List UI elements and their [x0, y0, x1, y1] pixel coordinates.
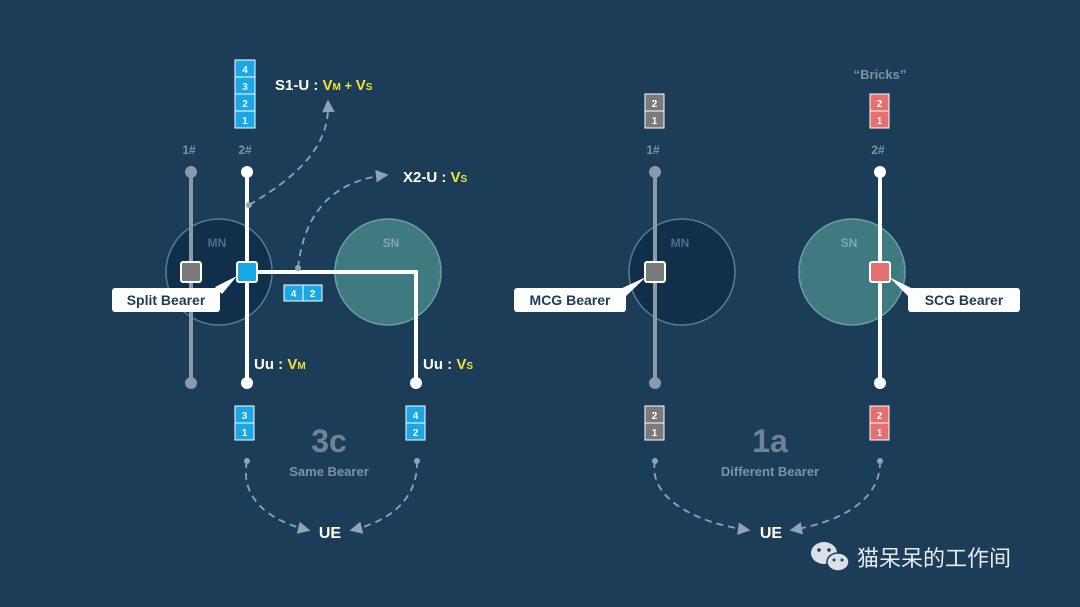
- s1u-label: S1-U : VM + VS: [275, 77, 373, 94]
- packet-label: 1: [652, 116, 658, 127]
- packet-label: 1: [242, 428, 248, 439]
- ue-arrow-right: [349, 460, 418, 534]
- pillar-1-label: 1#: [182, 143, 196, 157]
- pillar-2-label: 2#: [871, 143, 885, 157]
- bricks-label: “Bricks”: [854, 67, 907, 82]
- split-bearer-callout: Split Bearer: [112, 276, 237, 312]
- packet-label: 4: [242, 65, 248, 76]
- sn-label: SN: [383, 236, 400, 250]
- ue-label: UE: [760, 525, 783, 542]
- scg-bearer-node: [869, 261, 891, 283]
- packet-label: 1: [877, 428, 883, 439]
- packet-label: 2: [877, 99, 883, 110]
- ue-arrow-left: [653, 460, 751, 535]
- x2-packet-stack: 4 2: [283, 284, 323, 302]
- split-bearer-label: Split Bearer: [127, 292, 206, 308]
- pillar-2-top-dot: [241, 166, 253, 178]
- split-bearer-node: [236, 261, 258, 283]
- pillar-2-label: 2#: [238, 143, 252, 157]
- packet-label: 1: [652, 428, 658, 439]
- option-1a-desc: Different Bearer: [721, 464, 819, 479]
- packet-label: 2: [652, 99, 658, 110]
- option-1a-panel: MN SN 1# 2# “Bricks” 2 1 2 1: [514, 67, 1020, 542]
- red-top-packet-stack: 2 1: [869, 93, 890, 129]
- option-3c-panel: MN SN 1# 2# 4 3 2 1 S1-U : VM + VS: [112, 59, 473, 542]
- sn-label: SN: [841, 236, 858, 250]
- x2u-label: X2-U : VS: [403, 169, 468, 186]
- scg-bearer-label: SCG Bearer: [925, 292, 1004, 308]
- ue-arrow-left: [244, 460, 311, 534]
- mcg-bearer-node: [644, 261, 666, 283]
- wechat-icon: [811, 542, 850, 572]
- packet-label: 2: [310, 289, 316, 300]
- packet-label: 2: [242, 99, 248, 110]
- mcg-bearer-label: MCG Bearer: [530, 292, 611, 308]
- packet-label: 1: [877, 116, 883, 127]
- grey-top-packet-stack: 2 1: [644, 93, 665, 129]
- scg-bearer-callout: SCG Bearer: [889, 277, 1020, 312]
- option-3c-title: 3c: [311, 423, 347, 459]
- red-bottom-packet-stack: 2 1: [869, 405, 890, 441]
- grey-bottom-packet-stack: 2 1: [644, 405, 665, 441]
- option-3c-desc: Same Bearer: [289, 464, 369, 479]
- x2u-arrow: [297, 169, 389, 269]
- mn-label: MN: [671, 236, 690, 250]
- mcg-bearer-callout: MCG Bearer: [514, 277, 646, 312]
- packet-label: 2: [652, 411, 658, 422]
- packet-label: 4: [291, 289, 297, 300]
- uu-s-label: Uu : VS: [423, 356, 473, 373]
- packet-label: 2: [413, 428, 419, 439]
- pillar-1-top-dot: [185, 166, 197, 178]
- s1u-arrow: [248, 99, 335, 206]
- packet-label: 4: [413, 411, 419, 422]
- x2-path-bottom-dot: [410, 377, 422, 389]
- packet-label: 1: [242, 116, 248, 127]
- pillar-1-label: 1#: [646, 143, 660, 157]
- uu-s-packet-stack: 4 2: [405, 405, 426, 441]
- mn-grey-node: [180, 261, 202, 283]
- packet-label: 3: [242, 82, 248, 93]
- watermark-text: 猫呆呆的工作间: [857, 547, 1011, 572]
- pillar-1-bottom-dot: [185, 377, 197, 389]
- ue-arrow-right: [789, 460, 881, 535]
- packet-label: 3: [242, 411, 248, 422]
- s1u-packet-stack: 4 3 2 1: [234, 59, 256, 129]
- uu-m-packet-stack: 3 1: [234, 405, 255, 441]
- x2-path: [247, 270, 418, 383]
- pillar-2-bottom-dot: [241, 377, 253, 389]
- mn-label: MN: [208, 236, 227, 250]
- watermark: 猫呆呆的工作间: [811, 542, 1011, 572]
- ue-label: UE: [319, 525, 342, 542]
- uu-m-label: Uu : VM: [254, 356, 306, 373]
- option-1a-title: 1a: [752, 423, 788, 459]
- packet-label: 2: [877, 411, 883, 422]
